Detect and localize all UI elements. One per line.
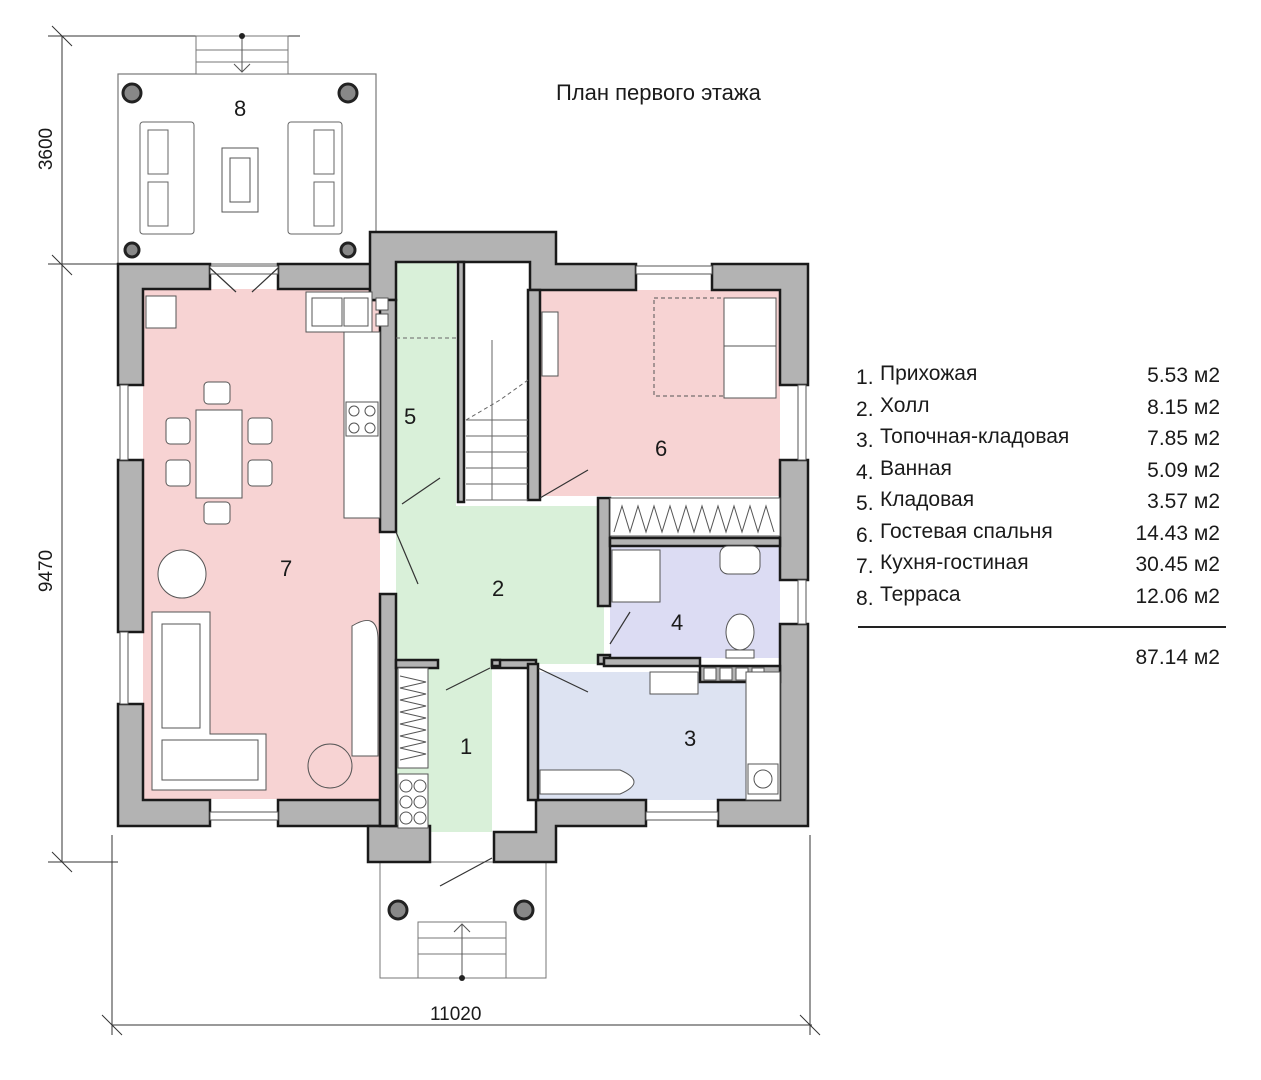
legend-num: 8. [856,586,874,610]
room-label-4: 4 [671,610,683,635]
stairs [396,337,529,501]
terrace [117,33,377,265]
legend-row: 1. Прихожая 5.53 м2 [856,360,1228,392]
dimension-width: 11020 [430,1004,482,1025]
legend-num: 2. [856,397,874,421]
legend-name: Терраса [880,582,961,606]
legend-num: 1. [856,366,874,389]
legend-name: Кладовая [880,488,975,511]
legend-num: 7. [856,555,874,578]
room-label-2: 2 [492,576,504,601]
legend-name: Прихожая [880,362,978,385]
legend-divider [858,626,1226,628]
total-area: 87.14 м2 [1135,646,1220,669]
room-label-3: 3 [684,726,696,751]
legend-area: 30.45 м2 [1135,553,1220,576]
dimension-terrace-height: 3600 [36,127,58,171]
armchair-icon [139,121,343,235]
column-icon [121,82,359,259]
legend-area: 5.53 м2 [1147,364,1220,387]
legend-area: 12.06 м2 [1135,584,1220,608]
table-icon [221,147,259,213]
legend-row: 5. Кладовая 3.57 м2 [856,486,1228,518]
dimension-main-height: 9470 [36,549,58,593]
entrance-porch [379,861,547,981]
kitchen-fixtures [145,291,389,519]
legend-name: Топочная-кладовая [880,425,1070,448]
legend-row: 2. Холл 8.15 м2 [856,392,1228,424]
legend-area: 14.43 м2 [1135,521,1220,545]
legend-num: 4. [856,460,874,484]
legend-area: 7.85 м2 [1147,427,1220,450]
boiler-fixtures [539,671,781,801]
plan-title: План первого этажа [556,80,761,105]
room-label-6: 6 [655,436,667,461]
legend-name: Холл [880,393,930,417]
legend-num: 6. [856,523,874,547]
bedroom-furniture [541,297,781,537]
walls [116,230,810,864]
room-label-1: 1 [460,734,472,759]
legend-area: 8.15 м2 [1147,395,1220,419]
living-furniture [151,549,379,791]
dining-set [165,381,273,525]
dimension-lines [48,25,821,1036]
legend-name: Ванная [880,456,952,480]
bathroom-fixtures [611,545,765,681]
hall-wardrobe [397,667,429,829]
legend-num: 5. [856,492,874,515]
legend-name: Гостевая спальня [880,519,1053,543]
legend-area: 5.09 м2 [1147,458,1220,482]
room-label-7: 7 [280,556,292,581]
room-numbers: 8 5 6 7 2 4 3 1 [234,96,696,759]
column-icon [387,899,535,921]
room-legend: 1. Прихожая 5.53 м2 2. Холл 8.15 м2 3. Т… [856,360,1228,669]
room-label-5: 5 [404,404,416,429]
legend-row: 6. Гостевая спальня 14.43 м2 [856,518,1228,550]
windows [119,265,807,821]
legend-row: 7. Кухня-гостиная 30.45 м2 [856,549,1228,581]
room-label-8: 8 [234,96,246,121]
doors [209,267,631,887]
legend-area: 3.57 м2 [1147,490,1220,513]
legend-name: Кухня-гостиная [880,551,1029,574]
legend-row: 4. Ванная 5.09 м2 [856,455,1228,487]
legend-row: 8. Терраса 12.06 м2 [856,581,1228,613]
legend-row: 3. Топочная-кладовая 7.85 м2 [856,423,1228,455]
legend-num: 3. [856,429,874,452]
